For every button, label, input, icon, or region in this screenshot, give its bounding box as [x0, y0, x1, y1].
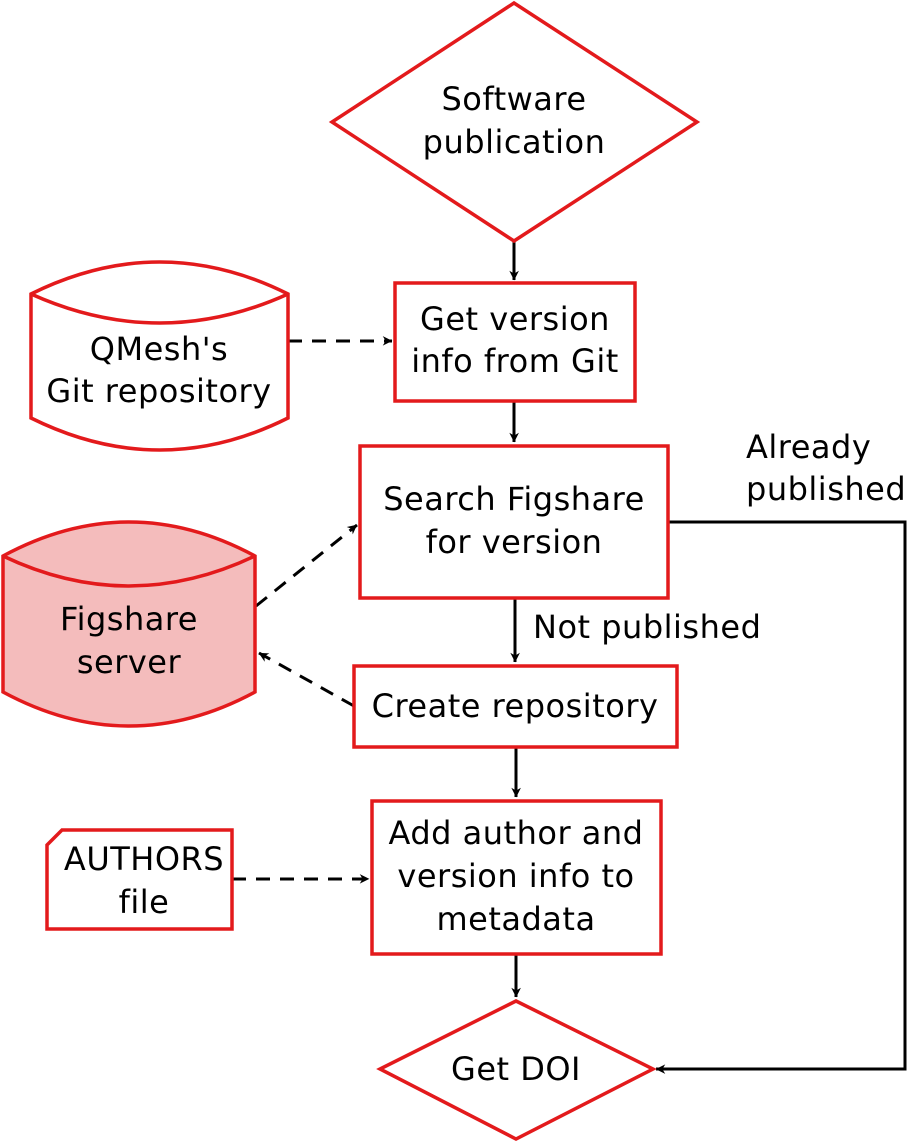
add-metadata-line1: Add author and: [389, 814, 644, 852]
already-published-line2: published: [746, 470, 906, 508]
authors-file-node: AUTHORS file: [45, 828, 234, 931]
get-version-info-node: Get version info from Git: [393, 281, 637, 403]
add-metadata-line3: metadata: [436, 900, 595, 938]
dashed-create-to-server: [258, 651, 355, 708]
arrow-already-published: [655, 520, 907, 1074]
get-version-info-line1: Get version: [420, 300, 610, 338]
dashed-server-to-search: [255, 523, 358, 608]
start-node-line1: Software: [441, 80, 586, 118]
authors-file-line1: AUTHORS: [64, 840, 224, 878]
search-figshare-node: Search Figshare for version: [358, 444, 670, 600]
add-metadata-node: Add author and version info to metadata: [370, 799, 663, 956]
search-figshare-line1: Search Figshare: [383, 480, 645, 518]
add-metadata-line2: version info to: [397, 857, 634, 895]
already-published-label: Already published: [746, 428, 906, 508]
search-figshare-line2: for version: [426, 523, 603, 561]
git-repository-node: QMesh's Git repository: [29, 260, 290, 452]
connectors: [232, 242, 907, 1074]
git-repository-line2: Git repository: [46, 372, 271, 410]
authors-file-line2: file: [119, 883, 170, 921]
get-doi-node: Get DOI: [376, 999, 657, 1141]
create-repository-line1: Create repository: [372, 687, 659, 725]
not-published-label: Not published: [533, 608, 761, 646]
get-version-info-line2: info from Git: [411, 342, 619, 380]
figshare-server-line2: server: [77, 643, 182, 681]
create-repository-node: Create repository: [352, 664, 679, 749]
git-repository-line1: QMesh's: [90, 330, 228, 368]
already-published-line1: Already: [746, 428, 871, 466]
figshare-server-line1: Figshare: [60, 600, 198, 638]
figshare-server-node: Figshare server: [1, 520, 257, 728]
start-node-line2: publication: [423, 123, 606, 161]
start-node: Software publication: [328, 0, 701, 244]
get-doi-line1: Get DOI: [451, 1050, 581, 1088]
